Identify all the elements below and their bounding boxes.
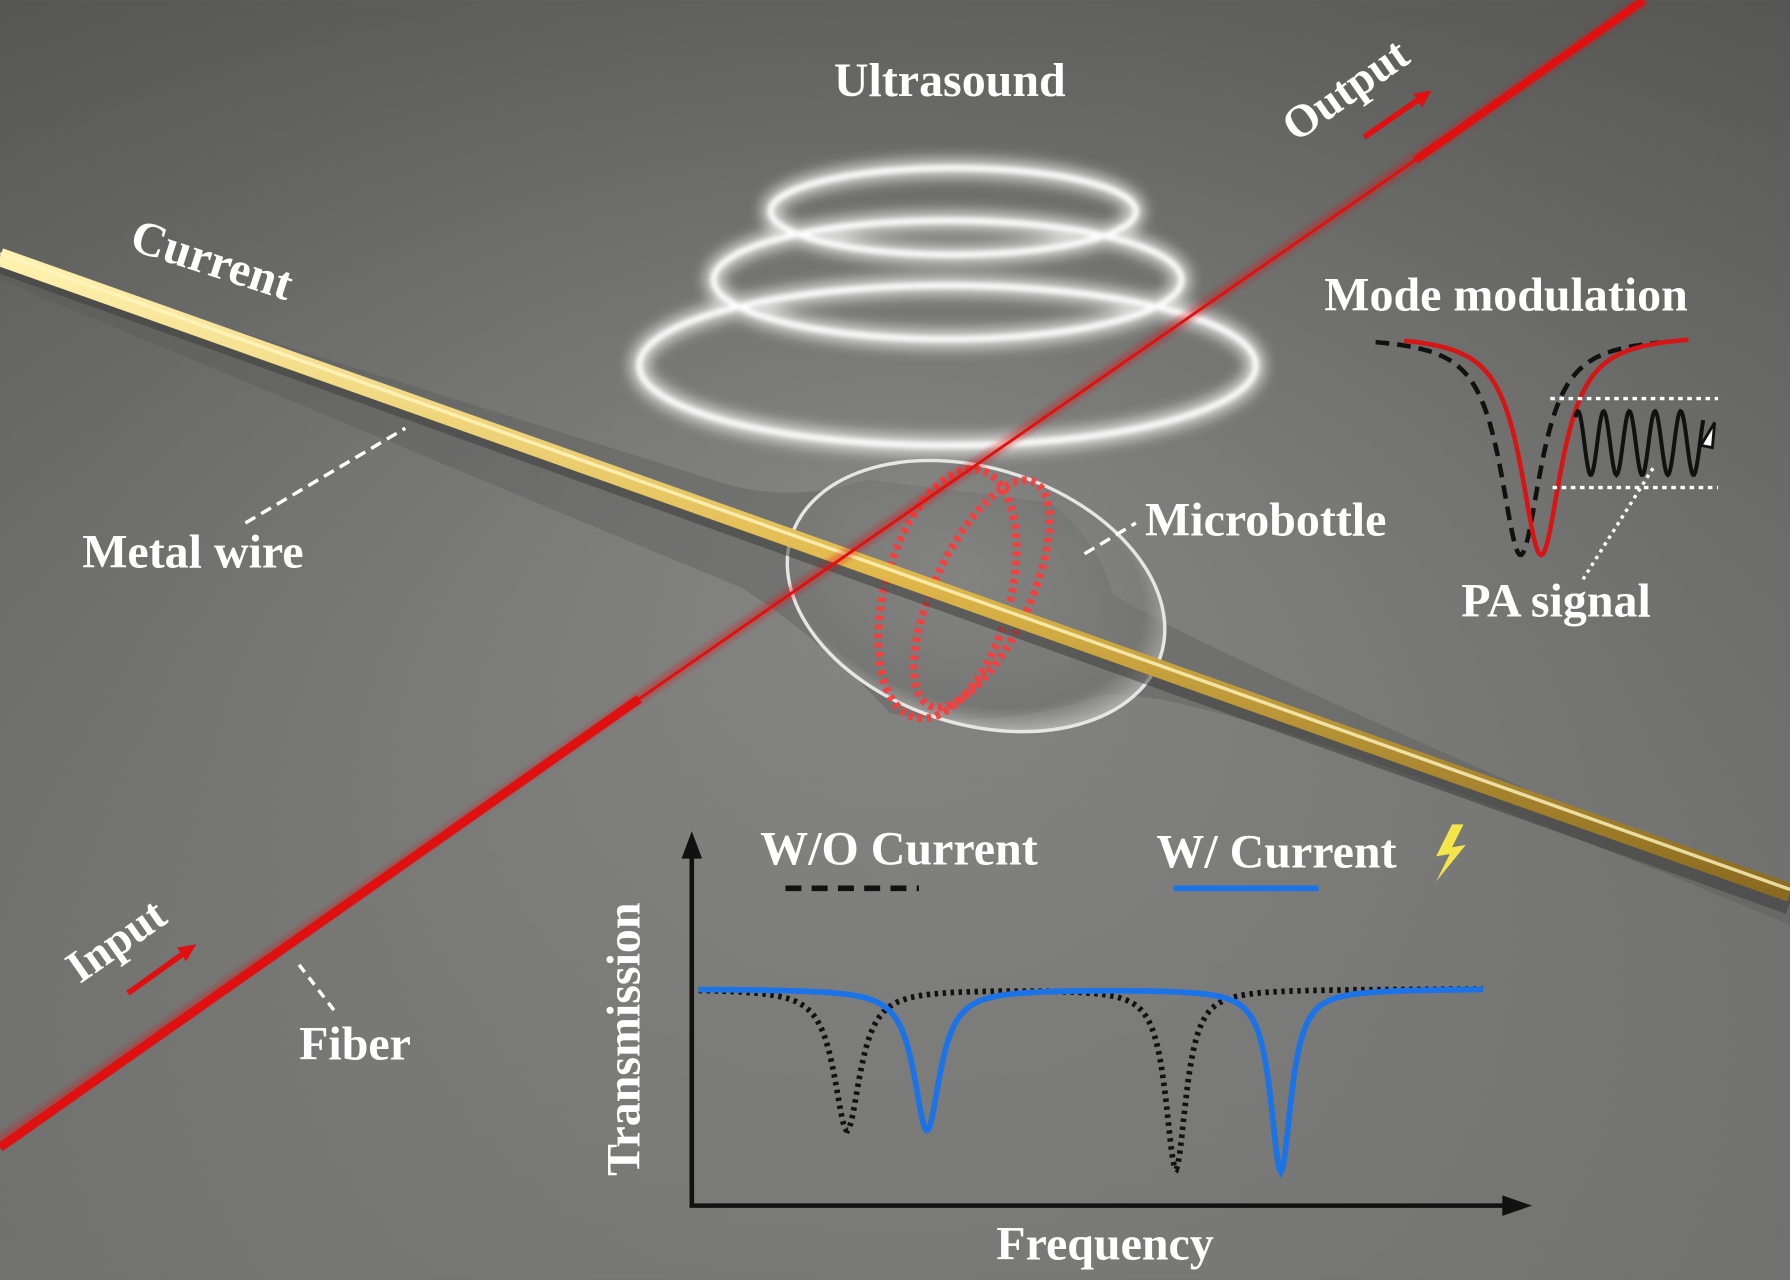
mode-curve-with-current (1403, 337, 1689, 558)
input-arrow-icon (126, 947, 191, 996)
metal-wire (0, 248, 1790, 914)
output-arrowhead-icon (1413, 90, 1432, 108)
fiber-pointer (297, 963, 339, 1015)
y-axis-arrow-icon (681, 831, 703, 859)
microbottle-pointer (1083, 521, 1137, 556)
input-arrowhead-icon (176, 944, 197, 962)
transmission-plot: Transmission Frequency W/O Current W/ Cu… (597, 822, 1533, 1270)
lightning-icon (1436, 824, 1466, 882)
label-ultrasound: Ultrasound (834, 54, 1066, 107)
legend-label-with-current: W/ Current (1156, 826, 1396, 879)
legend-label-without-current: W/O Current (760, 822, 1037, 875)
pa-signal-wave (1573, 408, 1706, 479)
optical-fiber (0, 0, 1648, 1152)
output-arrow-icon (1362, 91, 1429, 140)
label-mode-modulation: Mode modulation (1324, 269, 1688, 322)
y-axis-label: Transmission (597, 902, 650, 1175)
mode-curve-without-current (1375, 339, 1661, 558)
x-axis-arrow-icon (1502, 1195, 1533, 1216)
x-axis-label: Frequency (996, 1217, 1214, 1270)
spectrum-without-current (698, 986, 1483, 1174)
label-microbottle: Microbottle (1145, 494, 1386, 547)
ultrasound-rings (630, 158, 1265, 455)
label-metal-wire: Metal wire (82, 526, 303, 579)
pa-arrowhead-icon (1698, 421, 1717, 450)
label-fiber: Fiber (299, 1018, 411, 1071)
label-pa-signal: PA signal (1461, 575, 1651, 628)
pa-signal-pointer (1579, 467, 1655, 584)
metal-wire-pointer (244, 426, 407, 525)
spectrum-with-current (698, 986, 1483, 1179)
